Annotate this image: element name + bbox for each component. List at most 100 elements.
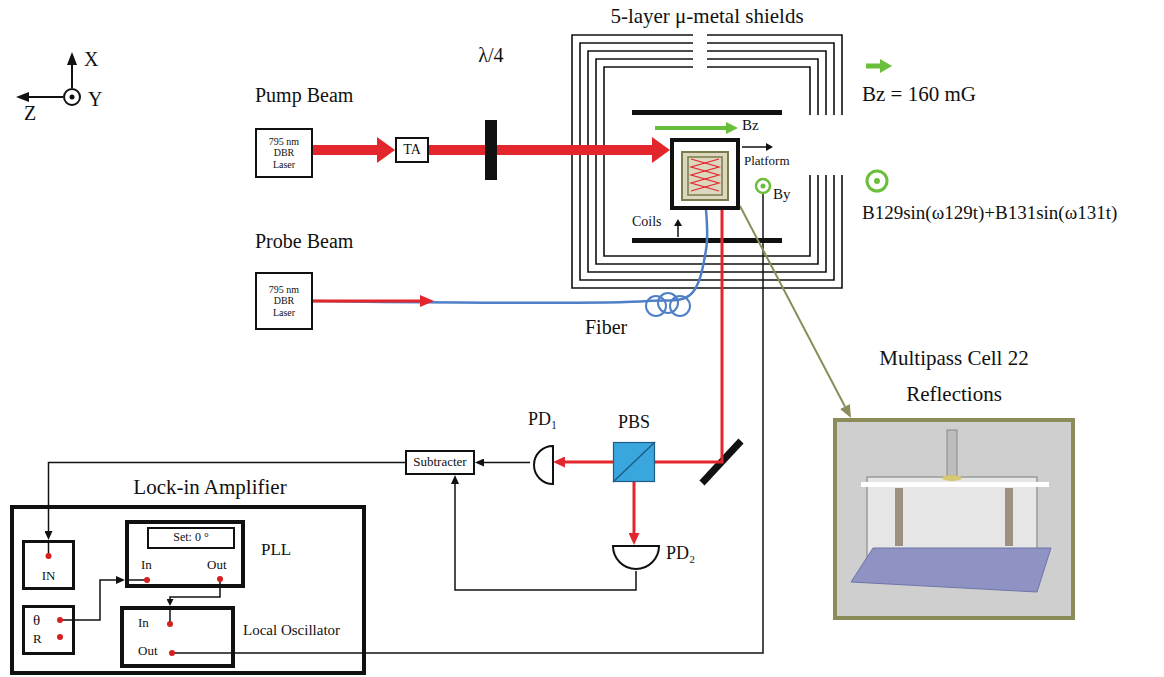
port-dot bbox=[217, 576, 223, 582]
pbs-drawing bbox=[613, 442, 655, 482]
field-arrowhead bbox=[726, 122, 738, 134]
port-label: In bbox=[138, 616, 149, 631]
pll-box: PLLInOutSet: 0 ° bbox=[125, 520, 245, 588]
platform-pointer-head bbox=[766, 143, 773, 151]
field-label: Bz = 160 mG bbox=[862, 82, 976, 106]
pd2-drawing bbox=[612, 545, 660, 571]
field-out-symbol bbox=[867, 171, 887, 191]
field-label: By bbox=[773, 186, 791, 203]
waveplate: λ/4 bbox=[485, 120, 497, 180]
connector bbox=[497, 145, 652, 155]
field-formula: B129sin(ω129t)+B131sin(ω131t) bbox=[862, 202, 1117, 224]
photo-drawing bbox=[837, 422, 1071, 616]
port-label: Out bbox=[138, 644, 158, 659]
port-dot bbox=[57, 634, 63, 640]
lockin-box: Lock-in AmplifierINPLLInOutSet: 0 °θRInO… bbox=[10, 505, 366, 675]
multipass-beam bbox=[691, 159, 719, 191]
connector bbox=[633, 482, 636, 533]
photo-caption: Multipass Cell 22 Reflections bbox=[854, 340, 1054, 412]
beam-heading: Probe Beam bbox=[255, 230, 353, 253]
port-dot bbox=[167, 621, 173, 627]
port-dot bbox=[144, 577, 150, 583]
connector bbox=[235, 288, 763, 653]
field-out-dot bbox=[874, 178, 880, 184]
beam-splitter: PBS bbox=[613, 442, 655, 482]
coil-label: Coils bbox=[632, 214, 662, 230]
beam-heading: Pump Beam bbox=[255, 84, 353, 107]
port-dot bbox=[169, 650, 175, 656]
coil-pointer-head bbox=[674, 219, 682, 226]
detector-shape bbox=[534, 446, 553, 484]
fill-stem bbox=[947, 430, 957, 476]
stem-seal bbox=[942, 475, 962, 481]
splitter-cube bbox=[614, 443, 655, 482]
port-dot bbox=[57, 617, 63, 623]
field-arrowhead bbox=[880, 59, 892, 73]
output-box: θR bbox=[22, 605, 75, 655]
detector-shape bbox=[613, 546, 659, 569]
cell-floor bbox=[851, 548, 1051, 592]
probe-beam-head bbox=[420, 295, 434, 307]
laser-label: 795 nm DBR Laser bbox=[261, 284, 307, 319]
mirror-clip bbox=[895, 488, 903, 546]
axis-out-dot bbox=[70, 95, 75, 100]
waveplate-label: λ/4 bbox=[478, 44, 503, 67]
cell-photo: Multipass Cell 22 Reflections bbox=[833, 418, 1075, 620]
mirror-clip bbox=[1005, 488, 1013, 546]
connector bbox=[75, 580, 116, 620]
axis-arrow bbox=[71, 64, 73, 88]
setpoint-box: Set: 0 ° bbox=[147, 527, 235, 549]
axis-label: X bbox=[84, 48, 98, 71]
axis-label: Y bbox=[88, 88, 102, 111]
port-label: θ bbox=[33, 612, 40, 629]
field-label: Bz bbox=[742, 117, 759, 134]
connector bbox=[484, 462, 530, 464]
shield-stack: 5-layer μ-metal shieldsPlatform bbox=[572, 35, 842, 288]
axis-arrowhead bbox=[16, 92, 29, 102]
oscillator-heading: Local Oscillator bbox=[243, 622, 340, 639]
box-label: Subtracter bbox=[410, 455, 469, 470]
photo-ground bbox=[837, 422, 1071, 616]
connector bbox=[313, 210, 707, 303]
coil-pointer bbox=[677, 225, 679, 237]
connector bbox=[313, 145, 377, 155]
connector bbox=[655, 210, 722, 462]
cell-holder bbox=[682, 152, 728, 200]
connector bbox=[565, 461, 613, 464]
laser-box: Probe Beam795 nm DBR Laser bbox=[255, 272, 313, 330]
field-out-dot bbox=[761, 184, 766, 189]
connector bbox=[429, 145, 485, 155]
splitter-label: PBS bbox=[618, 412, 650, 433]
axis-out-symbol bbox=[64, 89, 80, 105]
port-label: IN bbox=[42, 569, 56, 584]
cell-frame bbox=[688, 157, 722, 195]
laser-box: Pump Beam795 nm DBR Laser bbox=[255, 128, 313, 178]
box-label: TA bbox=[400, 142, 424, 158]
pd1-drawing bbox=[530, 445, 553, 485]
pll-heading: PLL bbox=[261, 540, 291, 560]
axis-label: Z bbox=[24, 102, 36, 125]
input-box: IN bbox=[22, 540, 75, 590]
multipass-beam bbox=[691, 159, 719, 191]
connector bbox=[455, 484, 636, 590]
detector-label: PD₂ bbox=[666, 543, 695, 564]
port-dot bbox=[46, 553, 52, 559]
photodetector: PD₂ bbox=[612, 545, 660, 571]
splitter-diagonal bbox=[613, 442, 655, 482]
fiber-loop bbox=[658, 293, 678, 313]
amplifier-box: TA bbox=[395, 137, 429, 163]
platform-label: Platform bbox=[744, 154, 790, 169]
lockin-heading: Lock-in Amplifier bbox=[133, 475, 286, 499]
port-label: Out bbox=[207, 558, 227, 573]
photodetector: PD₁ bbox=[530, 445, 553, 485]
field-arrow bbox=[866, 64, 882, 69]
fiber-label: Fiber bbox=[585, 316, 627, 339]
detector-label: PD₁ bbox=[528, 409, 557, 430]
axis-arrow bbox=[28, 96, 63, 98]
field-arrow bbox=[655, 126, 728, 130]
setpoint-label: Set: 0 ° bbox=[170, 531, 211, 545]
connector bbox=[740, 206, 845, 406]
oscillator-box: InOutLocal Oscillator bbox=[120, 606, 235, 668]
probe-beam bbox=[313, 300, 420, 303]
platform-box: Platform bbox=[670, 138, 740, 210]
